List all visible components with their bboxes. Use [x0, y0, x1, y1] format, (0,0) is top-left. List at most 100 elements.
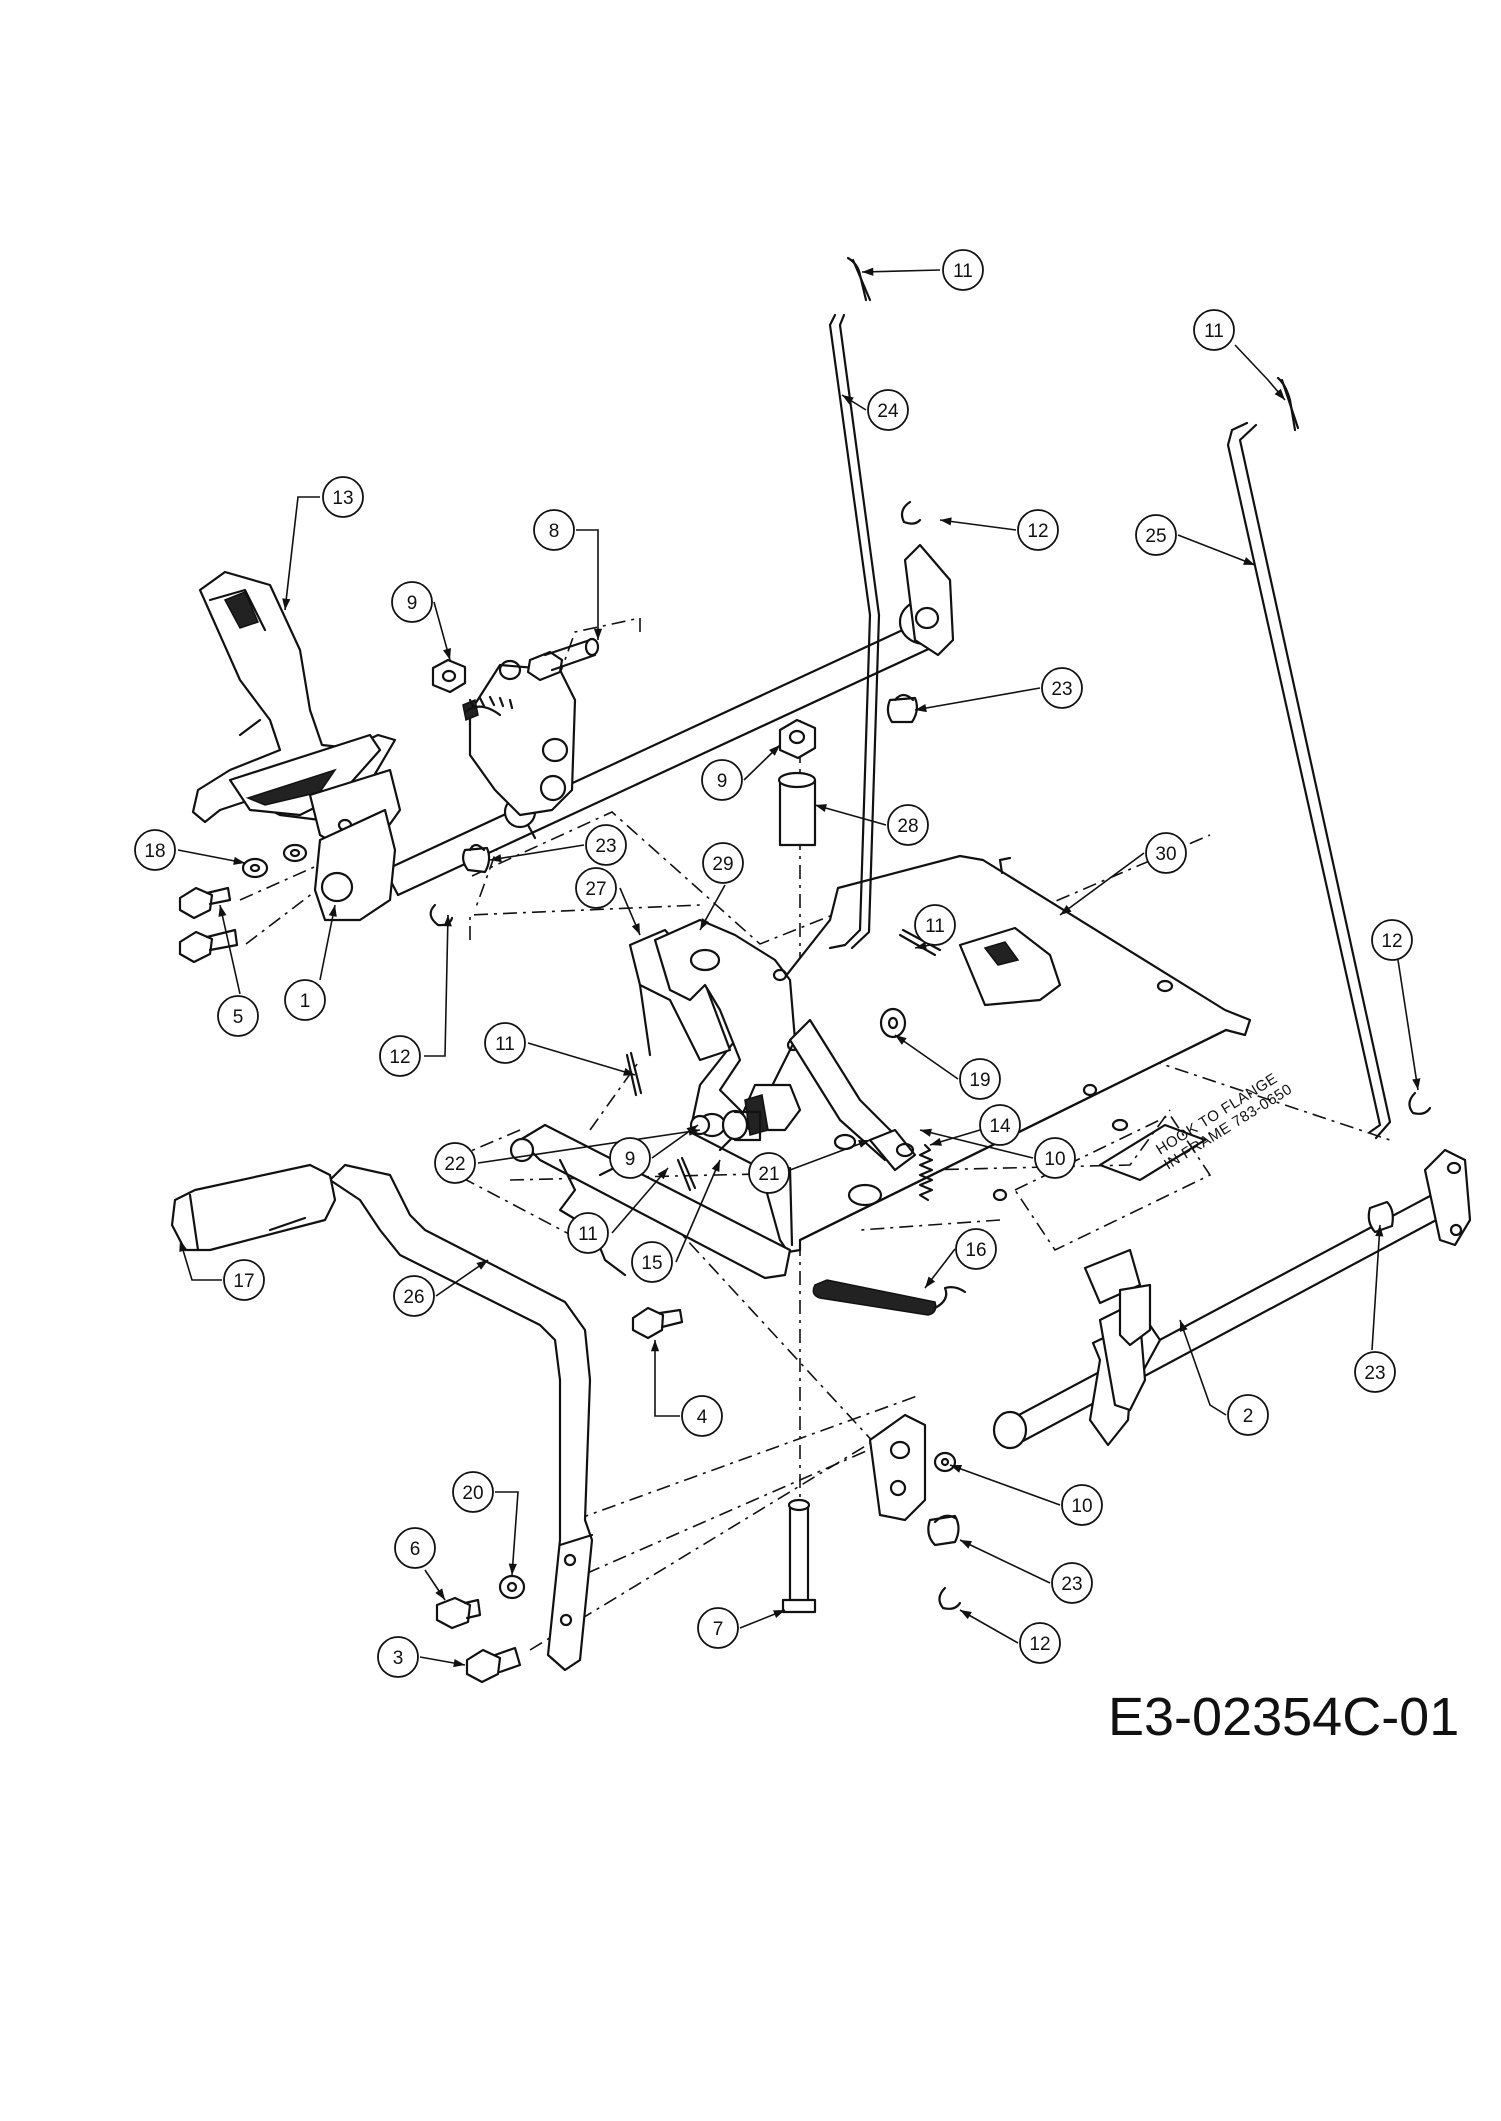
- callout-circle: [1135, 514, 1177, 556]
- leader-line: [611, 1167, 669, 1234]
- spring-16: [812, 1279, 967, 1316]
- callout-circle: [134, 829, 176, 871]
- leader-arrowhead: [1179, 1320, 1188, 1332]
- callout-12: 12: [1017, 509, 1059, 551]
- callout-number: 20: [462, 1483, 483, 1504]
- leader-arrowhead: [657, 1168, 668, 1180]
- sector-plate: [462, 650, 577, 817]
- leader-arrowhead: [769, 745, 780, 756]
- callout-10: 10: [1061, 1484, 1103, 1526]
- callout-circle: [1051, 1562, 1093, 1604]
- bolt-4: [631, 1306, 684, 1340]
- leader-line: [179, 1239, 222, 1281]
- callout-number: 10: [1044, 1149, 1065, 1170]
- leader-arrowhead: [915, 941, 927, 950]
- callout-number: 2: [1243, 1406, 1254, 1427]
- callout-20: 20: [452, 1471, 494, 1513]
- callout-11: 11: [914, 904, 956, 946]
- callout-18: 18: [134, 829, 176, 871]
- callout-17: 17: [223, 1259, 265, 1301]
- leader-line: [914, 687, 1041, 711]
- callout-4: 4: [681, 1395, 723, 1437]
- callout-circle: [1017, 509, 1059, 551]
- bolt-3: [465, 1646, 522, 1684]
- leader-arrowhead: [435, 1588, 445, 1600]
- callout-circle: [959, 1058, 1001, 1100]
- callout-8: 8: [533, 509, 575, 551]
- leader-arrowhead: [711, 1160, 720, 1172]
- callout-number: 7: [713, 1619, 724, 1640]
- callout-number: 4: [697, 1407, 708, 1428]
- pin-7: [781, 1498, 817, 1614]
- bolt-6: [435, 1596, 482, 1630]
- leader-line: [894, 1034, 959, 1080]
- callout-23: 23: [1041, 667, 1083, 709]
- callout-1: 1: [284, 979, 326, 1021]
- callout-circle: [377, 1636, 419, 1678]
- callout-number: 13: [332, 488, 353, 509]
- spring-14: [918, 1143, 934, 1202]
- callout-circle: [955, 1228, 997, 1270]
- callout-circle: [697, 1607, 739, 1649]
- leader-line: [424, 914, 449, 1057]
- callout-circle: [434, 1142, 476, 1184]
- callout-number: 6: [410, 1539, 421, 1560]
- callout-13: 13: [322, 476, 364, 518]
- leader-arrowhead: [925, 1276, 936, 1288]
- callout-circle: [284, 979, 326, 1021]
- switch-bracket: [1083, 1248, 1152, 1347]
- leader-arrowhead: [960, 1540, 972, 1549]
- callout-circle: [533, 509, 575, 551]
- callout-29: 29: [702, 842, 744, 884]
- leader-arrowhead: [773, 1610, 785, 1619]
- leader-arrowhead: [593, 628, 603, 640]
- callout-number: 11: [578, 1224, 598, 1245]
- callout-11: 11: [567, 1212, 609, 1254]
- callout-circle: [217, 995, 259, 1037]
- callout-number: 19: [969, 1070, 990, 1091]
- leader-arrowhead: [650, 1340, 660, 1352]
- callout-12: 12: [379, 1035, 421, 1077]
- washer-19: [879, 1007, 907, 1039]
- callout-23: 23: [1051, 1562, 1093, 1604]
- callout-circle: [701, 759, 743, 801]
- diagram-code: E3-02354C-01: [1108, 1687, 1460, 1747]
- callout-number: 23: [1364, 1363, 1385, 1384]
- callout-25: 25: [1135, 514, 1177, 556]
- leader-line: [861, 269, 941, 273]
- washer-10-lower: [933, 1451, 957, 1473]
- callout-circle: [867, 389, 909, 431]
- leader-line: [319, 904, 336, 981]
- leader-arrowhead: [1274, 388, 1285, 400]
- callout-number: 11: [1204, 321, 1224, 342]
- callout-circle: [1041, 667, 1083, 709]
- leader-line: [489, 844, 585, 861]
- callout-number: 12: [1029, 1634, 1050, 1655]
- leader-arrowhead: [688, 1127, 700, 1136]
- callout-5: 5: [217, 995, 259, 1037]
- callout-circle: [575, 867, 617, 909]
- callout-27: 27: [575, 867, 617, 909]
- lever-26: [170, 1163, 594, 1672]
- callout-9: 9: [701, 759, 743, 801]
- leader-arrowhead: [490, 854, 502, 863]
- callout-circle: [585, 824, 627, 866]
- callout-circle: [1034, 1137, 1076, 1179]
- callout-24: 24: [867, 389, 909, 431]
- callout-number: 18: [144, 841, 165, 862]
- leader-line: [949, 1464, 1061, 1506]
- callout-number: 30: [1155, 844, 1176, 865]
- callout-number: 9: [625, 1149, 636, 1170]
- leader-arrowhead: [1243, 557, 1255, 565]
- handle-13: [191, 570, 402, 922]
- control-bar: [509, 1123, 792, 1280]
- frame-pedal-pad: [958, 926, 1062, 1007]
- callout-circle: [887, 804, 929, 846]
- callout-circle: [631, 1241, 673, 1283]
- callout-circle: [1019, 1622, 1061, 1664]
- washer-20: [498, 1574, 526, 1600]
- leader-arrowhead: [179, 1240, 188, 1252]
- leader-arrowhead: [631, 923, 640, 935]
- leader-line: [1059, 852, 1145, 916]
